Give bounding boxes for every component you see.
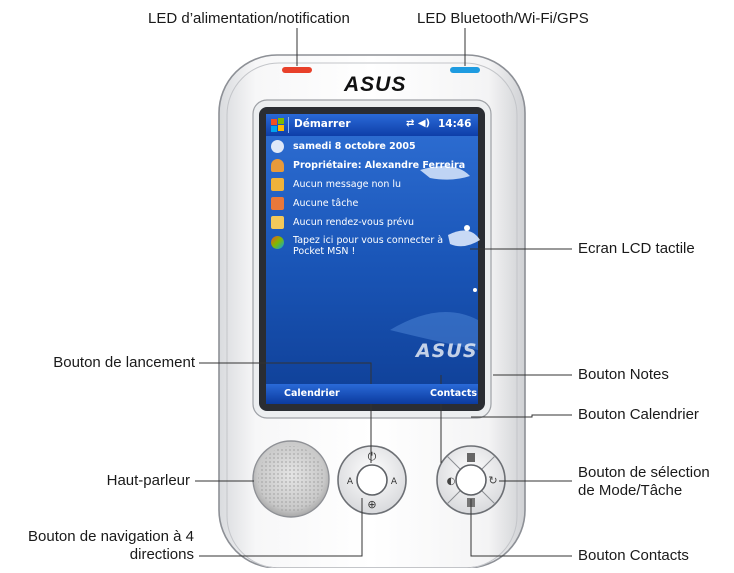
today-screen[interactable]: Démarrer ⇄ ◀) 14:46 samedi 8 octobre 200… [266,114,478,404]
screen-logo: ASUS [416,340,478,362]
today-date: samedi 8 octobre 2005 [293,141,416,152]
owner-text: Propriétaire: Alexandre Ferreira [293,160,466,171]
leader-lines [195,28,572,557]
led-power [282,67,312,73]
label-nav-pad: Bouton de navigation à 4 directions [28,528,194,563]
appointments-text: Aucun rendez-vous prévu [293,217,415,228]
tasks-icon [271,197,284,210]
owner-row[interactable]: Propriétaire: Alexandre Ferreira [266,157,478,175]
label-mode-task-button: Bouton de sélection de Mode/Tâche [578,464,710,499]
label-calendar-button: Bouton Calendrier [578,406,699,423]
brand-logo: ASUS [344,73,407,96]
svg-text:↻: ↻ [488,474,497,487]
today-date-row[interactable]: samedi 8 octobre 2005 [266,138,478,156]
connectivity-volume-icon[interactable]: ⇄ ◀) [406,118,431,129]
led-wireless [450,67,480,73]
clock-icon [271,140,284,153]
softkey-calendar[interactable]: Calendrier [284,388,340,399]
label-led-power: LED d’alimentation/notification [148,10,350,27]
tasks-text: Aucune tâche [293,198,359,209]
nav-pad-center [356,464,388,496]
svg-text:⊕: ⊕ [367,498,376,511]
msn-row[interactable]: Tapez ici pour vous connecter à Pocket M… [266,234,478,260]
label-launch-button: Bouton de lancement [53,354,195,371]
svg-text:◐: ◐ [447,476,456,487]
appointments-row[interactable]: Aucun rendez-vous prévu [266,214,478,232]
title-bar: Démarrer ⇄ ◀) 14:46 [266,114,478,136]
label-speaker: Haut-parleur [106,472,190,489]
title-separator [288,117,289,133]
svg-text:⏻: ⏻ [368,450,377,463]
start-menu-label[interactable]: Démarrer [294,118,351,130]
clock[interactable]: 14:46 [438,118,472,130]
label-contacts-button: Bouton Contacts [578,547,689,564]
label-touchscreen: Ecran LCD tactile [578,240,695,257]
inbox-icon [271,178,284,191]
label-led-wireless: LED Bluetooth/Wi-Fi/GPS [417,10,589,27]
screen-area [266,114,478,404]
softkey-bar: Calendrier Contacts [266,384,478,404]
messages-text: Aucun message non lu [293,179,402,190]
svg-text:A: A [391,477,398,487]
softkey-contacts[interactable]: Contacts [430,388,478,399]
label-notes-button: Bouton Notes [578,366,669,383]
msn-butterfly-icon [271,236,284,249]
messages-row[interactable]: Aucun message non lu [266,176,478,194]
owner-icon [271,159,284,172]
svg-text:A: A [347,477,354,487]
calendar-icon [271,216,284,229]
tasks-row[interactable]: Aucune tâche [266,195,478,213]
msn-text: Tapez ici pour vous connecter à Pocket M… [293,235,444,257]
dpad-center [455,464,487,496]
windows-flag-icon[interactable] [270,117,286,133]
